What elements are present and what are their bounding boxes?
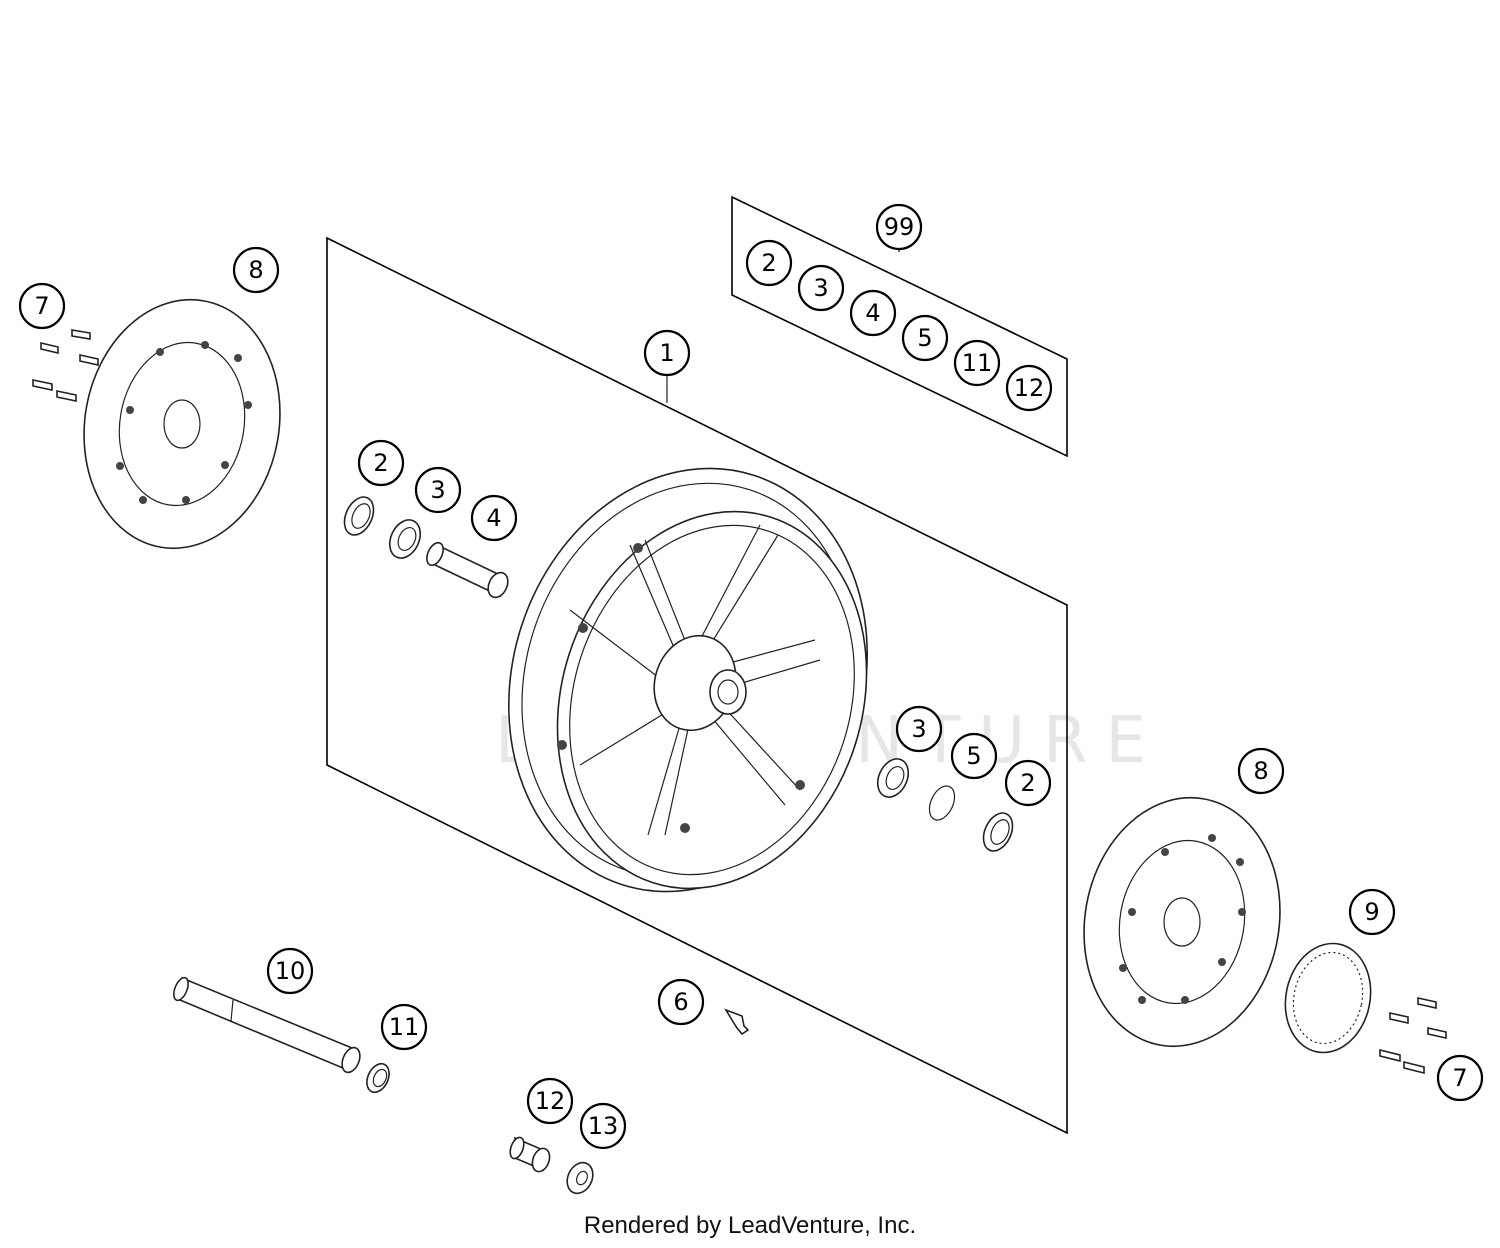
callout-abs-ring xyxy=(1348,888,1396,936)
brake-disc-left xyxy=(83,298,281,550)
callout-washer xyxy=(579,1102,627,1150)
kit-item-11 xyxy=(953,339,1001,387)
kit-panel xyxy=(731,195,1068,458)
callout-disc-right-label: 8 xyxy=(1253,757,1268,785)
footer-credit: Rendered by LeadVenture, Inc. xyxy=(583,1212,917,1239)
callout-axle-ring xyxy=(380,1003,428,1051)
callout-valve-label: 6 xyxy=(673,988,688,1016)
bearing-left xyxy=(388,519,422,559)
callout-bearing-right-label: 3 xyxy=(911,715,926,743)
callout-seal-left xyxy=(357,439,405,487)
seal-right xyxy=(982,812,1014,852)
kit-callout-group: 99 2 3 4 5 11 12 xyxy=(745,203,1053,412)
callout-axle-ring-label: 11 xyxy=(389,1013,420,1041)
callout-disc-right xyxy=(1237,747,1285,795)
abs-ring xyxy=(1284,942,1372,1054)
kit-item-11-label: 11 xyxy=(962,349,993,377)
callout-axle xyxy=(266,947,314,995)
kit-item-4-label: 4 xyxy=(865,299,880,327)
seal-left xyxy=(343,496,375,536)
callout-spacer-bushing xyxy=(526,1077,574,1125)
callout-bearing-left-label: 3 xyxy=(430,476,445,504)
callout-disc-left-label: 8 xyxy=(248,256,263,284)
callout-circlip-label: 5 xyxy=(966,742,981,770)
kit-item-2-label: 2 xyxy=(761,249,776,277)
callout-axle-label: 10 xyxy=(275,957,306,985)
callout-spacer-bushing-label: 12 xyxy=(535,1087,566,1115)
spacer-sleeve xyxy=(426,541,509,599)
front-wheel xyxy=(507,467,869,893)
callout-screws-right xyxy=(1436,1054,1484,1102)
callout-kit-99 xyxy=(875,203,923,251)
callout-washer-label: 13 xyxy=(588,1112,619,1140)
callout-circlip xyxy=(950,732,998,780)
callout-bearing-left xyxy=(414,466,462,514)
kit-item-2 xyxy=(745,239,793,287)
callout-seal-right-label: 2 xyxy=(1020,769,1035,797)
callout-abs-ring-label: 9 xyxy=(1364,898,1379,926)
callout-wheel xyxy=(643,329,691,377)
callout-bearing-right xyxy=(895,705,943,753)
screws-right xyxy=(1379,997,1447,1075)
axle-ring xyxy=(366,1062,390,1094)
kit-item-5-label: 5 xyxy=(917,324,932,352)
circlip xyxy=(928,785,956,821)
part-callouts: 1 2 3 4 3 5 2 6 7 7 8 8 9 10 11 12 13 xyxy=(18,246,1484,1150)
callout-spacer-label: 4 xyxy=(486,504,501,532)
callout-seal-right xyxy=(1004,759,1052,807)
callout-disc-left xyxy=(232,246,280,294)
kit-item-3-label: 3 xyxy=(813,274,828,302)
callout-seal-left-label: 2 xyxy=(373,449,388,477)
tire-valve xyxy=(724,1008,750,1036)
screws-left xyxy=(32,329,99,402)
brake-disc-right xyxy=(1083,796,1281,1048)
bearing-right xyxy=(876,758,910,798)
kit-item-4 xyxy=(849,289,897,337)
spacer-bushing xyxy=(509,1136,551,1173)
callout-spacer xyxy=(470,494,518,542)
wheel-assembly-panel xyxy=(326,236,1068,1135)
callout-kit-99-label: 99 xyxy=(884,213,915,241)
washer xyxy=(566,1161,594,1195)
callout-screws-left xyxy=(18,282,66,330)
kit-item-12 xyxy=(1005,364,1053,412)
callout-wheel-label: 1 xyxy=(659,339,674,367)
callout-valve xyxy=(657,978,705,1026)
kit-item-5 xyxy=(901,314,949,362)
kit-item-12-label: 12 xyxy=(1014,374,1045,402)
callout-screws-left-label: 7 xyxy=(34,292,49,320)
callout-screws-right-label: 7 xyxy=(1452,1064,1467,1092)
axle xyxy=(173,976,361,1074)
kit-item-3 xyxy=(797,264,845,312)
